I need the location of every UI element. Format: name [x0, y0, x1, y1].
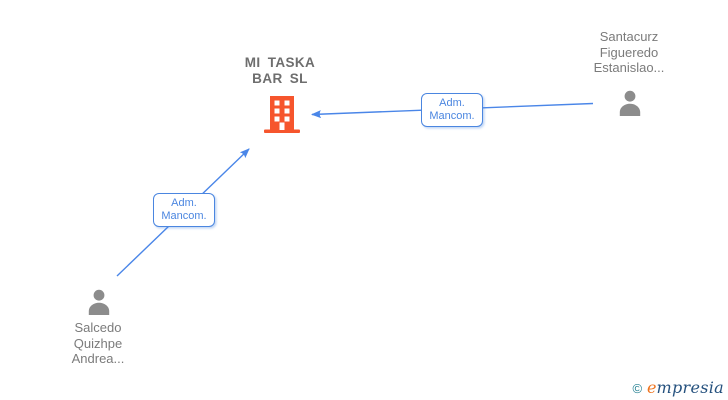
empresia-logo: © empresia: [632, 378, 724, 397]
person-name-line: Figueredo: [599, 44, 659, 60]
person-icon[interactable]: [84, 287, 114, 317]
person-name-line: Santacurz: [599, 29, 659, 44]
company-name-line1: MI TASKA: [244, 55, 316, 70]
person-icon[interactable]: [615, 88, 645, 118]
company-node[interactable]: [264, 96, 300, 134]
company-name-line2: BAR SL: [252, 71, 308, 86]
edge-label-line: Mancom.: [161, 210, 207, 222]
person-name-line: Quizhpe: [73, 335, 123, 351]
building-windows: [274, 100, 290, 130]
copyright-icon: ©: [632, 381, 643, 396]
building-icon[interactable]: [264, 96, 300, 134]
edge-label-line: Adm.: [171, 197, 197, 209]
empresia-wordmark-initial: e: [647, 378, 657, 397]
edge-label-adm-mancom-left: Adm. Mancom.: [153, 193, 215, 227]
empresia-wordmark-rest: mpresia: [656, 378, 724, 397]
person-body: [88, 302, 110, 315]
edge-label-line: Adm.: [439, 97, 465, 109]
person-head: [93, 289, 105, 301]
person-name-line: Estanislao...: [593, 60, 665, 75]
company-name[interactable]: MI TASKA BAR SL: [225, 55, 335, 87]
building-base: [264, 129, 300, 133]
person-name-line: Andrea...: [71, 351, 125, 366]
person-body: [619, 103, 641, 116]
edge-label-line: Mancom.: [429, 110, 475, 122]
person-head: [624, 90, 636, 102]
person-name-santacurz[interactable]: Santacurz Figueredo Estanislao...: [569, 29, 689, 76]
person-name-salcedo[interactable]: Salcedo Quizhpe Andrea...: [38, 320, 158, 367]
edge-label-adm-mancom-right: Adm. Mancom.: [421, 93, 483, 127]
person-node-santacurz[interactable]: [615, 88, 645, 118]
person-node-salcedo[interactable]: [84, 287, 114, 317]
person-name-line: Salcedo: [74, 320, 122, 335]
empresia-wordmark: empresia: [647, 378, 724, 397]
